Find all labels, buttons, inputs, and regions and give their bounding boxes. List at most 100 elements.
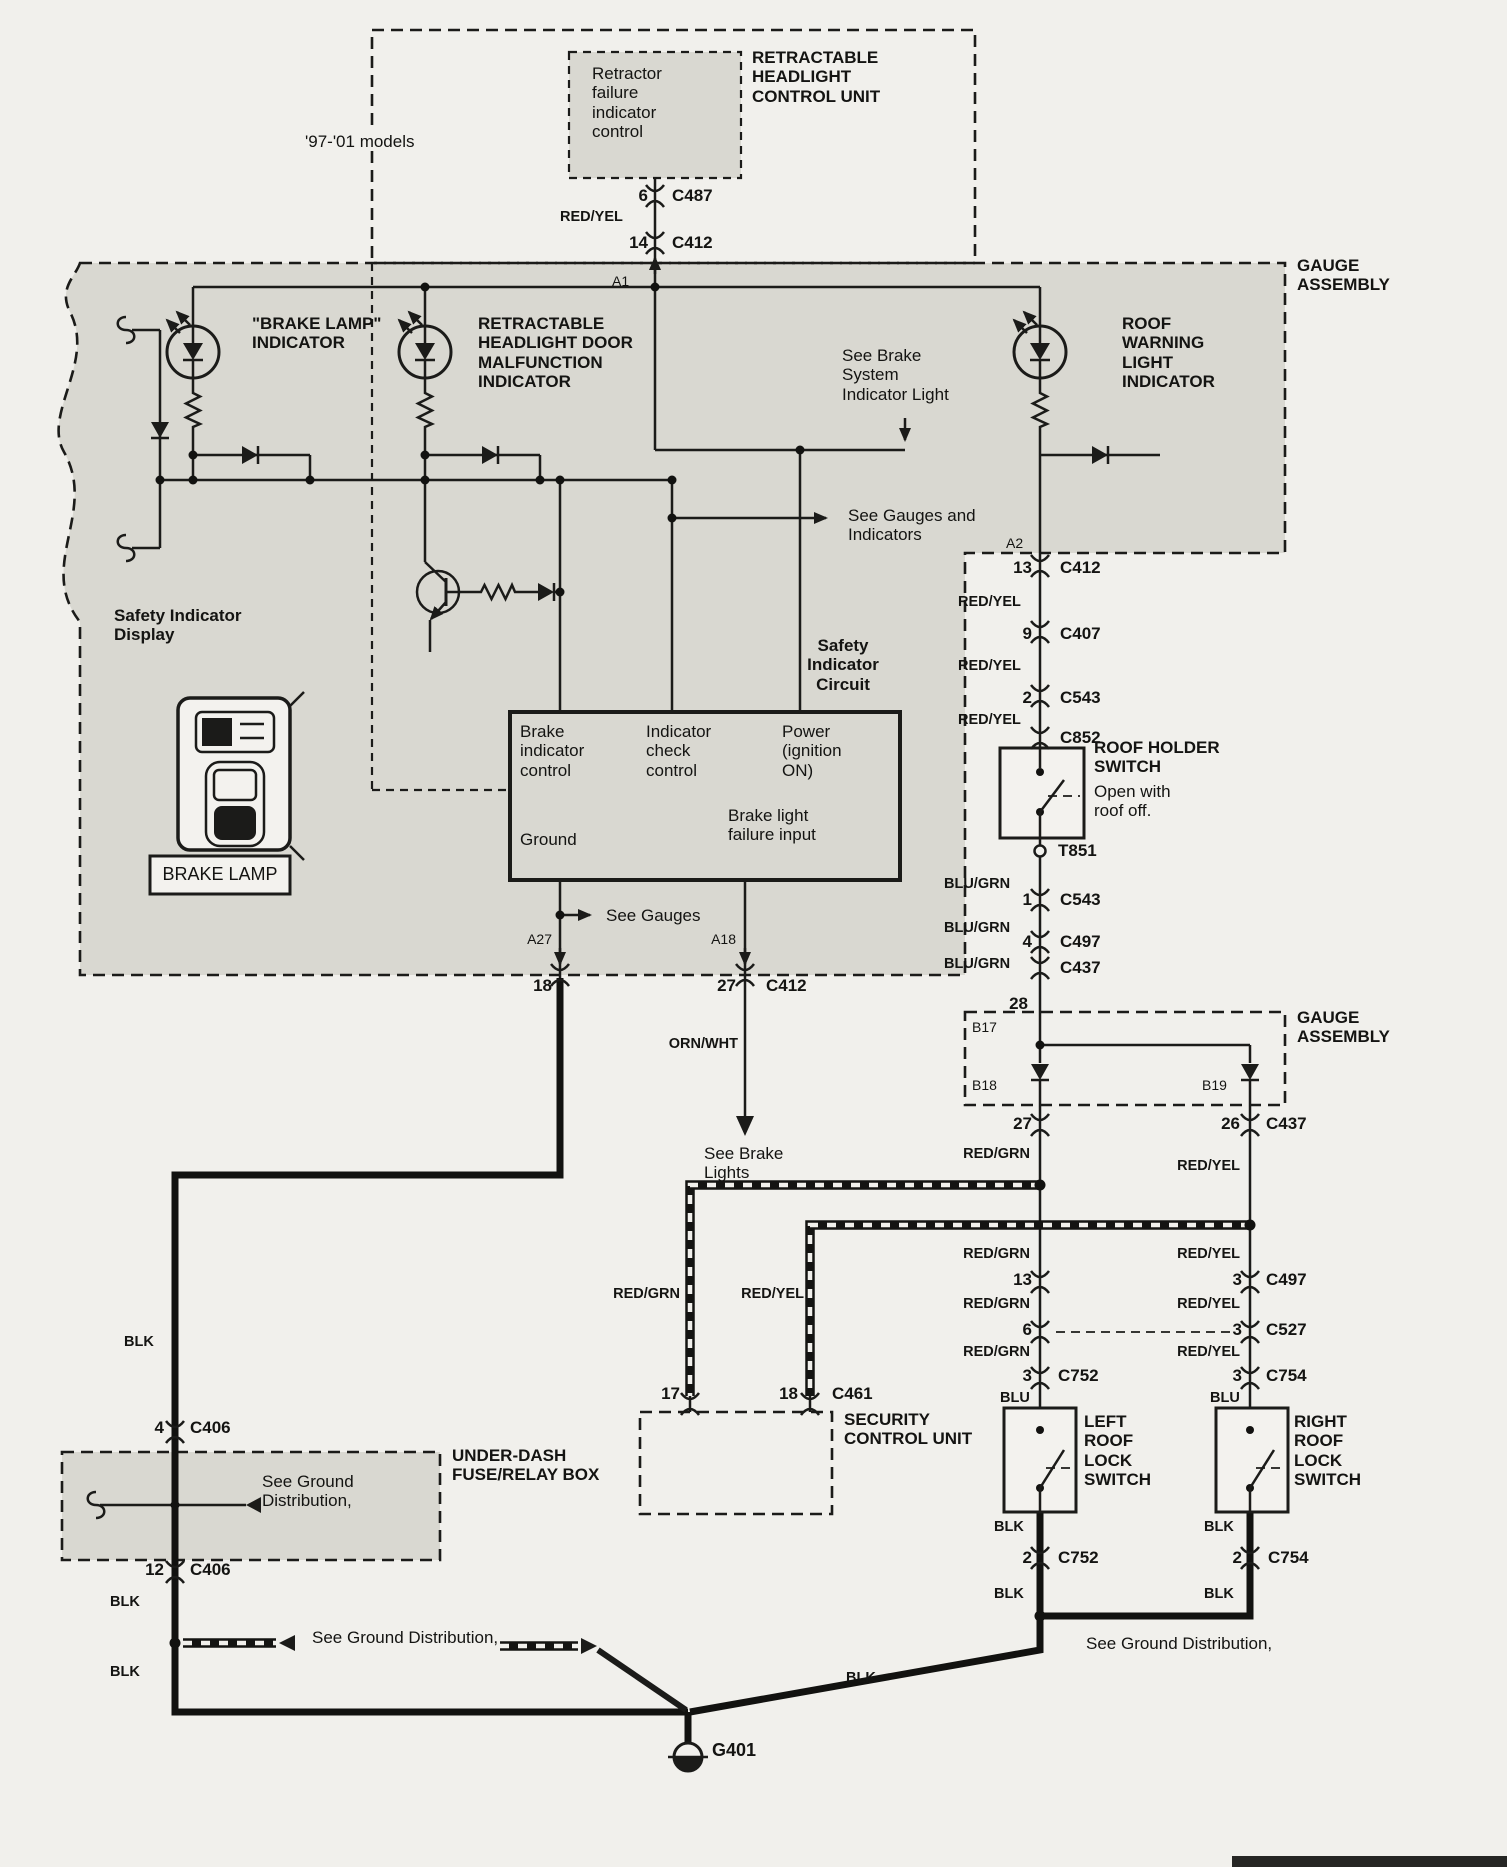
wire-color-blu-2: BLU — [1210, 1390, 1240, 1406]
connector-c437-a: C437 — [1060, 958, 1101, 977]
pin-27-right: 27 — [1013, 1114, 1032, 1133]
models-note: '97-'01 models — [302, 132, 418, 152]
connector-c754-a: C754 — [1266, 1366, 1307, 1385]
pin-3-b: 3 — [1232, 1320, 1242, 1339]
wire-color-blk-l1: BLK — [994, 1519, 1024, 1535]
connector-c497-b: C497 — [1266, 1270, 1307, 1289]
terminal-t851: T851 — [1058, 841, 1097, 860]
connector-c543-b: C543 — [1060, 890, 1101, 909]
connector-c754-b: C754 — [1268, 1548, 1309, 1567]
security-control-unit-box — [638, 1410, 834, 1516]
wire-color-blk-r1: BLK — [1204, 1519, 1234, 1535]
pin-2: 2 — [1022, 688, 1032, 707]
terminal-b18: B18 — [972, 1077, 997, 1093]
pin-power-ignition-on: Power (ignition ON) — [782, 722, 842, 780]
pin-2-c754: 2 — [1232, 1548, 1242, 1567]
flow-arrows — [246, 256, 754, 1654]
ground-point-symbol — [668, 1741, 708, 1773]
security-control-unit-label: SECURITY CONTROL UNIT — [844, 1410, 973, 1449]
ground-point-label: G401 — [712, 1740, 757, 1760]
pin-13-lock: 13 — [1013, 1270, 1032, 1289]
page-edge-artifact — [1232, 1856, 1507, 1867]
pin-2-c752: 2 — [1022, 1548, 1032, 1567]
roof-holder-switch-label: ROOF HOLDER SWITCH — [1094, 738, 1220, 777]
safety-indicator-display-icon — [176, 691, 305, 861]
wire-color-red-grn-2: RED/GRN — [963, 1246, 1030, 1262]
terminal-b17: B17 — [972, 1019, 997, 1035]
see-gauges-note: See Gauges — [606, 906, 701, 925]
wire-color-red-grn-4: RED/GRN — [963, 1344, 1030, 1360]
terminal-a1: A1 — [612, 273, 630, 289]
connector-c461: C461 — [832, 1384, 873, 1403]
pin-3-a: 3 — [1232, 1270, 1242, 1289]
terminal-a2: A2 — [1006, 535, 1024, 551]
gauge-assembly-title-2: GAUGE ASSEMBLY — [1297, 1008, 1390, 1047]
wires — [100, 178, 1252, 1507]
brake-lamp-indicator-label: "BRAKE LAMP" INDICATOR — [252, 314, 382, 353]
wire-color-red-grn-3: RED/GRN — [963, 1296, 1030, 1312]
connector-c527: C527 — [1266, 1320, 1307, 1339]
pin-ground: Ground — [520, 830, 577, 849]
roof-holder-switch-box — [998, 746, 1086, 840]
roof-holder-switch-symbol — [1036, 748, 1080, 846]
wire-color-blk-bottom: BLK — [846, 1670, 876, 1686]
right-roof-lock-switch-symbol — [1246, 1426, 1282, 1512]
retractor-failure-label: Retractor failure indicator control — [592, 64, 662, 142]
pin-12: 12 — [145, 1560, 164, 1579]
connector-c487: C487 — [672, 186, 713, 205]
connector-c406-a: C406 — [190, 1418, 231, 1437]
pin-14: 14 — [629, 233, 648, 252]
wire-color-red-yel-v: RED/YEL — [741, 1286, 804, 1302]
wire-color-blu-grn-2: BLU/GRN — [944, 920, 1011, 936]
connector-c852: C852 — [1060, 728, 1101, 747]
pin-4-roof: 4 — [1022, 932, 1032, 951]
wire-color-blk-r2: BLK — [1204, 1586, 1234, 1602]
roof-holder-switch-note: Open with roof off. — [1094, 782, 1171, 821]
pin-indicator-check-control: Indicator check control — [646, 722, 712, 780]
brake-lamp-label-box — [148, 854, 292, 896]
wire-color-red-grn-1: RED/GRN — [963, 1146, 1030, 1162]
wire-color-red-yel-6: RED/YEL — [1177, 1296, 1240, 1312]
pin-brake-indicator-control: Brake indicator control — [520, 722, 585, 780]
t851-terminal — [1033, 844, 1047, 858]
gauge-assembly-2-box — [963, 1010, 1287, 1107]
safety-indicator-circuit-box — [508, 710, 902, 882]
wire-color-red-grn-v: RED/GRN — [613, 1286, 680, 1302]
connector-c752-a: C752 — [1058, 1366, 1099, 1385]
left-roof-lock-switch-label: LEFT ROOF LOCK SWITCH — [1084, 1412, 1152, 1490]
junction-dots — [155, 282, 1256, 1649]
roof-warning-light-indicator-label: ROOF WARNING LIGHT INDICATOR — [1122, 314, 1215, 392]
pin-17: 17 — [661, 1384, 680, 1403]
wire-color-blu-1: BLU — [1000, 1390, 1030, 1406]
wire-color-blk-b1: BLK — [110, 1594, 140, 1610]
pin-1: 1 — [1022, 890, 1032, 909]
terminal-a18: A18 — [711, 931, 736, 947]
striped-wires — [183, 1180, 1250, 1651]
see-ground-distribution-note-2: See Ground Distribution, — [312, 1628, 499, 1647]
connector-c752-b: C752 — [1058, 1548, 1099, 1567]
terminal-b19: B19 — [1202, 1077, 1227, 1093]
wire-color-blu-grn-3: BLU/GRN — [944, 956, 1011, 972]
wire-color-orn-wht: ORN/WHT — [668, 1036, 738, 1052]
left-roof-lock-switch-symbol — [1036, 1426, 1072, 1512]
right-roof-lock-switch-box — [1214, 1406, 1290, 1514]
right-roof-lock-switch-label: RIGHT ROOF LOCK SWITCH — [1294, 1412, 1362, 1490]
pin-26: 26 — [1221, 1114, 1240, 1133]
pin-3-c: 3 — [1022, 1366, 1032, 1385]
wire-color-blu-grn-1: BLU/GRN — [944, 876, 1011, 892]
terminal-a27: A27 — [527, 931, 552, 947]
pin-4: 4 — [154, 1418, 164, 1437]
ground-wires — [171, 978, 1254, 1743]
safety-indicator-display-label: Safety Indicator Display — [114, 606, 242, 645]
wire-color-red-yel-top: RED/YEL — [560, 209, 623, 225]
see-brake-system-note: See Brake System Indicator Light — [842, 346, 949, 404]
pin-27: 27 — [717, 976, 736, 995]
wire-color-red-yel-5: RED/YEL — [1177, 1246, 1240, 1262]
see-gauges-and-indicators-note: See Gauges and Indicators — [848, 506, 976, 545]
see-brake-lights-note: See Brake Lights — [704, 1144, 784, 1183]
connector-c406-b: C406 — [190, 1560, 231, 1579]
retractor-failure-box — [567, 50, 743, 180]
under-dash-fuse-relay-box-label: UNDER-DASH FUSE/RELAY BOX — [452, 1446, 600, 1485]
